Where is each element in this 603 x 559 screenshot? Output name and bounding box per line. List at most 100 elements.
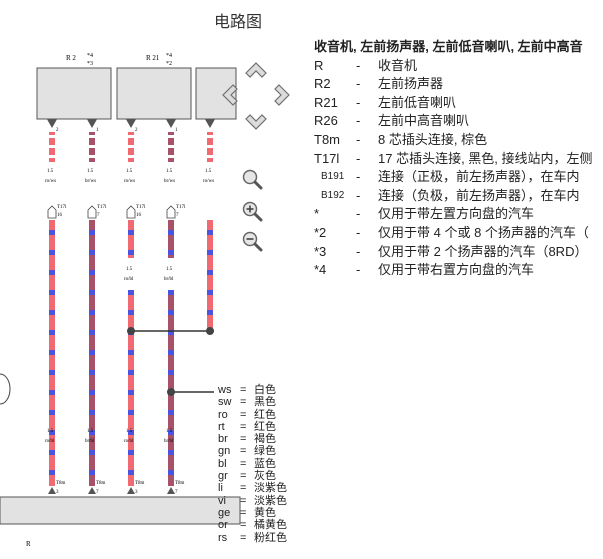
chevron-right-icon bbox=[274, 84, 290, 106]
chevron-left-icon bbox=[222, 84, 238, 106]
legend-dash: - bbox=[356, 169, 361, 185]
wire-gauge: 1.5 bbox=[126, 429, 133, 434]
wire-color-code: br/ws bbox=[85, 179, 96, 184]
color-code: rt bbox=[218, 420, 225, 433]
legend-description: 左前低音喇叭 bbox=[378, 94, 457, 110]
connector-pin: 7 bbox=[97, 213, 100, 218]
connector-pin: 3 bbox=[56, 490, 59, 495]
wire-segment[interactable] bbox=[207, 132, 213, 162]
color-eq: = bbox=[240, 531, 247, 544]
pan-down-button[interactable] bbox=[243, 110, 269, 136]
pan-left-button[interactable] bbox=[216, 82, 242, 108]
color-name: 白色 bbox=[254, 384, 276, 396]
legend-code: R26 bbox=[314, 113, 338, 129]
arrow-down-icon bbox=[126, 119, 136, 129]
color-code-item: or=橘黄色 bbox=[218, 519, 287, 531]
color-code-item: gn=绿色 bbox=[218, 445, 287, 457]
zoom-in-button[interactable] bbox=[241, 200, 263, 222]
connector-up-icon bbox=[47, 205, 57, 219]
color-name: 橘黄色 bbox=[254, 519, 287, 532]
wire-segment[interactable] bbox=[128, 290, 134, 486]
wire-color-code: br/bl bbox=[164, 439, 174, 444]
wire-segment[interactable] bbox=[89, 132, 95, 162]
color-code: ro bbox=[218, 408, 228, 421]
color-code-item: ws=白色 bbox=[218, 384, 287, 396]
color-eq: = bbox=[240, 482, 247, 495]
color-name: 蓝色 bbox=[254, 457, 276, 470]
wire-segment[interactable] bbox=[128, 132, 134, 162]
footnote-marker: *2 bbox=[166, 61, 172, 67]
wire-gauge: 1.5 bbox=[126, 267, 133, 272]
wire-5[interactable]: 1.5 ro/ws bbox=[203, 132, 214, 328]
component-label: R 2 bbox=[66, 54, 76, 62]
connector-up-icon bbox=[166, 205, 176, 219]
zoom-out-button[interactable] bbox=[241, 230, 263, 252]
wire-2[interactable]: 1 1.5 br/ws T17l 7 1.5 br/bl T8m 7 bbox=[85, 128, 107, 495]
legend-description: 连接（负极，前左扬声器），在车内 bbox=[378, 187, 580, 203]
legend-dash: - bbox=[356, 262, 361, 278]
legend-item: R-收音机 bbox=[314, 57, 603, 76]
legend-description: 8 芯插头连接, 棕色 bbox=[378, 131, 488, 147]
footnote-marker: *4 bbox=[166, 53, 172, 59]
legend-code: T17l bbox=[314, 150, 340, 166]
wire-gauge: 1.5 bbox=[47, 429, 54, 434]
wire-segment[interactable] bbox=[207, 220, 213, 328]
legend-description: 仅用于带右置方向盘的汽车 bbox=[378, 262, 535, 278]
zoom-fit-button[interactable] bbox=[241, 168, 263, 190]
connector-label: T17l bbox=[136, 205, 146, 210]
legend-item: B191-连接（正极，前左扬声器），在车内 bbox=[314, 168, 603, 187]
wire-segment[interactable] bbox=[49, 132, 55, 162]
color-code: gn bbox=[218, 445, 231, 458]
component-r21-box[interactable] bbox=[116, 67, 192, 120]
color-code: br bbox=[218, 433, 228, 446]
color-code-item: gr=灰色 bbox=[218, 470, 287, 482]
wire-3[interactable]: 2 1.5 ro/ws T17l 16 1.5 ro/bl 1.5 ro/bl … bbox=[124, 128, 146, 495]
wire-color-code: ro/ws bbox=[45, 179, 56, 184]
legend-dash: - bbox=[356, 113, 361, 129]
color-eq: = bbox=[240, 420, 247, 433]
ground-symbol-icon bbox=[0, 373, 11, 405]
wire-segment[interactable] bbox=[128, 220, 134, 258]
wire-gauge: 1.5 bbox=[126, 169, 133, 174]
junction-dot bbox=[167, 388, 175, 396]
legend-dash: - bbox=[356, 131, 361, 147]
color-eq: = bbox=[240, 384, 247, 396]
legend-description: 收音机 bbox=[378, 57, 418, 73]
wire-1[interactable]: 2 1.5 ro/ws T17l 16 1.5 ro/bl T8m 3 bbox=[45, 128, 67, 495]
connector-pin: 16 bbox=[57, 213, 63, 218]
wire-color-code: br/bl bbox=[85, 439, 95, 444]
component-r2-box[interactable] bbox=[36, 67, 112, 120]
legend-code: *2 bbox=[314, 224, 327, 240]
wire-color-code: ro/ws bbox=[124, 179, 135, 184]
legend-dash: - bbox=[356, 76, 361, 92]
wire-4[interactable]: 1 1.5 br/ws T17l 7 1.5 br/bl 1.5 br/bl T… bbox=[164, 128, 186, 495]
pan-up-button[interactable] bbox=[243, 56, 269, 82]
wire-segment[interactable] bbox=[49, 220, 55, 486]
pin-number: 1 bbox=[96, 128, 99, 133]
wire-segment[interactable] bbox=[168, 220, 174, 258]
connector-label: T8m bbox=[175, 481, 185, 486]
wire-segment[interactable] bbox=[168, 132, 174, 162]
wire-segment[interactable] bbox=[89, 220, 95, 486]
pan-right-button[interactable] bbox=[270, 82, 296, 108]
legend-code: *4 bbox=[314, 262, 327, 278]
component-r21[interactable]: R 21 *4 *2 bbox=[116, 53, 192, 120]
component-r2[interactable]: R 2 *4 *3 bbox=[36, 53, 112, 120]
component-r-box[interactable] bbox=[0, 496, 241, 525]
junction-dot bbox=[206, 327, 214, 335]
connector-label: T17l bbox=[97, 205, 107, 210]
component-r[interactable]: R bbox=[0, 496, 241, 548]
color-eq: = bbox=[240, 396, 247, 409]
footnote-marker: *4 bbox=[87, 53, 93, 59]
connector-arrows-bottom bbox=[48, 487, 175, 494]
legend-dash: - bbox=[356, 94, 361, 110]
connector-pin: 7 bbox=[176, 213, 179, 218]
legend-description: 仅用于带左置方向盘的汽车 bbox=[378, 206, 535, 222]
color-code-item: vi=淡紫色 bbox=[218, 495, 287, 507]
legend-description: 左前扬声器 bbox=[378, 76, 444, 92]
color-name: 红色 bbox=[254, 420, 276, 433]
color-code: ge bbox=[218, 506, 231, 519]
component-label: R 21 bbox=[146, 54, 160, 62]
